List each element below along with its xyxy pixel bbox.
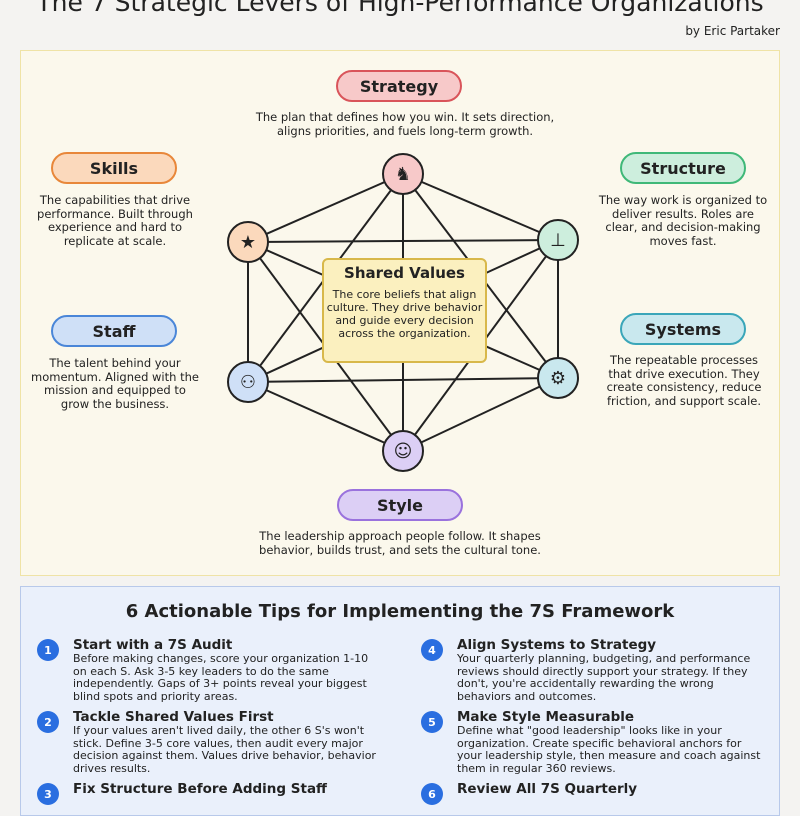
connector-line <box>247 239 559 243</box>
head-gear-icon: ☺ <box>382 430 424 472</box>
tips-panel: 6 Actionable Tips for Implementing the 7… <box>20 586 780 816</box>
star-badge-icon: ★ <box>227 221 269 263</box>
strategy-pill: Strategy <box>336 70 462 102</box>
skills-pill: Skills <box>51 152 177 184</box>
staff-desc: The talent behind your momentum. Aligned… <box>31 356 199 411</box>
tip-title: Fix Structure Before Adding Staff <box>73 781 327 797</box>
shared-values-desc: The core beliefs that align culture. The… <box>326 288 483 340</box>
systems-pill: Systems <box>620 313 746 345</box>
tip-number: 1 <box>37 639 59 661</box>
shared-values-title: Shared Values <box>344 264 465 282</box>
structure-desc: The way work is organized to deliver res… <box>598 193 768 248</box>
tip-title: Align Systems to Strategy <box>457 637 657 653</box>
skills-desc: The capabilities that drive performance.… <box>37 193 193 248</box>
tip-number: 6 <box>421 783 443 805</box>
tips-heading: 6 Actionable Tips for Implementing the 7… <box>125 601 675 622</box>
team-icon: ⚇ <box>227 361 269 403</box>
staff-pill: Staff <box>51 315 177 347</box>
connector-line <box>247 377 559 383</box>
tip-text: Your quarterly planning, budgeting, and … <box>457 652 751 703</box>
tip-title: Review All 7S Quarterly <box>457 781 638 797</box>
connector-line <box>247 173 404 243</box>
tip-title: Tackle Shared Values First <box>73 709 274 725</box>
tip-text: If your values aren't lived daily, the o… <box>73 724 376 775</box>
chess-knight-icon: ♞ <box>382 153 424 195</box>
connector-line <box>402 377 559 452</box>
author: by Eric Partaker <box>685 24 780 38</box>
strategy-desc: The plan that defines how you win. It se… <box>255 110 555 138</box>
tip-text: Before making changes, score your organi… <box>73 652 369 703</box>
tip-number: 2 <box>37 711 59 733</box>
tip-title: Make Style Measurable <box>457 709 635 725</box>
org-chart-icon: ⊥ <box>537 219 579 261</box>
shared-values-box: Shared Values The core beliefs that alig… <box>322 258 487 363</box>
tip-title: Start with a 7S Audit <box>73 637 233 653</box>
gear-cycle-icon: ⚙ <box>537 357 579 399</box>
systems-desc: The repeatable processes that drive exec… <box>606 353 762 408</box>
tip-number: 5 <box>421 711 443 733</box>
style-desc: The leadership approach people follow. I… <box>259 529 541 557</box>
tip-number: 3 <box>37 783 59 805</box>
page-title: The 7 Strategic Levers of High-Performan… <box>36 0 764 17</box>
style-pill: Style <box>337 489 463 521</box>
connector-line <box>247 381 404 452</box>
tip-item: 3 Fix Structure Before Adding Staff <box>37 781 377 805</box>
tip-text: Define what "good leadership" looks like… <box>457 724 761 775</box>
connector-line <box>402 173 559 241</box>
tip-item: 6 Review All 7S Quarterly <box>421 781 761 805</box>
structure-pill: Structure <box>620 152 746 184</box>
tip-number: 4 <box>421 639 443 661</box>
